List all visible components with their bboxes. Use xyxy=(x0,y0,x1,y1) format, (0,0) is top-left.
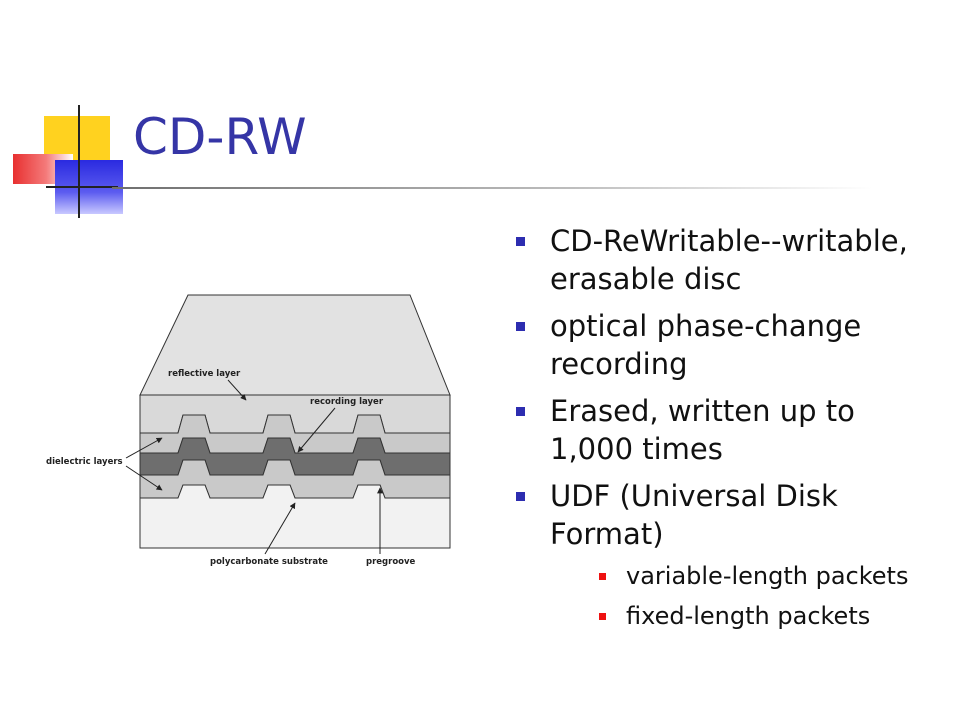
sub-bullet-item: fixed-length packets xyxy=(550,599,936,633)
decor-horizontal-line xyxy=(46,186,118,188)
bullet-item: Erased, written up to 1,000 times xyxy=(516,392,936,468)
dielectric-arrow-upper xyxy=(125,437,163,459)
bullet-list: CD-ReWritable--writable, erasable disc o… xyxy=(516,222,936,642)
recording-arrow xyxy=(297,407,336,453)
reflective-layer-label: reflective layer xyxy=(168,369,241,379)
polycarbonate-substrate xyxy=(139,484,451,549)
cd-rw-layer-diagram: reflective layer recording layer dielect… xyxy=(40,290,470,580)
recording-layer-label: recording layer xyxy=(310,397,384,407)
sub-bullet-item: variable-length packets xyxy=(550,559,936,593)
pregroove-label: pregroove xyxy=(366,557,416,567)
title-underline xyxy=(112,187,872,189)
decor-vertical-line xyxy=(78,105,80,218)
reflective-layer-top xyxy=(139,294,451,396)
reflective-arrow xyxy=(227,379,247,401)
dielectric-layers-label: dielectric layers xyxy=(46,457,123,467)
substrate-label: polycarbonate substrate xyxy=(210,557,328,567)
substrate-arrow xyxy=(264,502,296,555)
bullet-item: UDF (Universal Disk Format) variable-len… xyxy=(516,477,936,633)
bullet-item: optical phase-change recording xyxy=(516,307,936,383)
dielectric-arrow-lower xyxy=(125,465,163,491)
bullet-item-text: UDF (Universal Disk Format) xyxy=(550,479,838,551)
layer-diagram-svg: reflective layer recording layer dielect… xyxy=(46,294,451,567)
bullet-item: CD-ReWritable--writable, erasable disc xyxy=(516,222,936,298)
slide-title: CD-RW xyxy=(133,108,307,166)
